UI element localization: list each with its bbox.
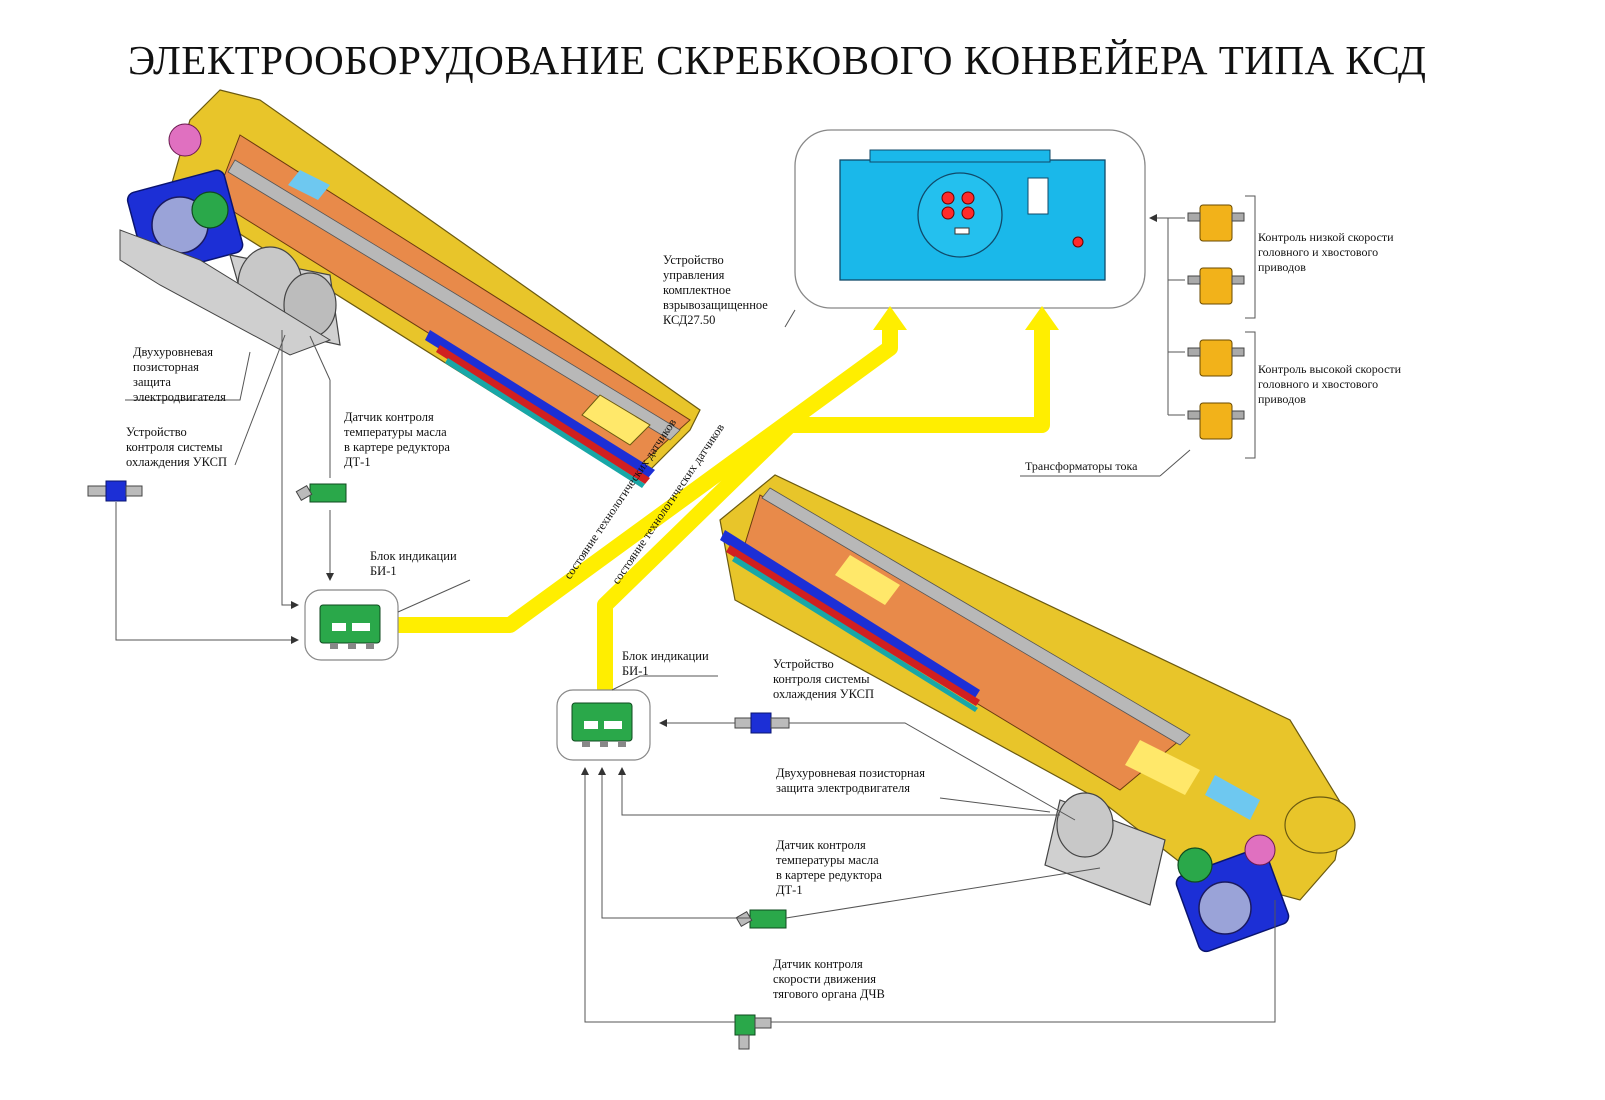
ct-low-label: Контроль низкой скорости головного и хво…	[1258, 230, 1394, 274]
left-protection-label: Двухуровневая позисторная защита электро…	[133, 345, 226, 404]
ct-4	[1187, 402, 1245, 440]
label-leaders	[125, 309, 796, 401]
left-cooling-label: Устройство контроля системы охлаждения У…	[126, 425, 228, 469]
right-indicator-block	[571, 702, 633, 747]
control-device-label: Устройство управления комплектное взрыво…	[663, 253, 768, 327]
right-indicator-label: Блок индикации БИ-1	[622, 649, 709, 678]
right-conveyor	[719, 474, 1356, 953]
ct-2	[1187, 267, 1245, 305]
signal-path-2	[597, 306, 1059, 690]
current-transformers	[1187, 204, 1245, 440]
left-indicator-label: Блок индикации БИ-1	[370, 549, 457, 578]
right-wiring	[581, 675, 1276, 1023]
right-cooling-label: Устройство контроля системы охлаждения У…	[773, 657, 875, 701]
diagram-title: ЭЛЕКТРООБОРУДОВАНИЕ СКРЕБКОВОГО КОНВЕЙЕР…	[128, 37, 1427, 83]
left-oil-sensor	[295, 483, 347, 503]
right-speed-label: Датчик контроля скорости движения тягово…	[773, 957, 885, 1001]
right-protection-label: Двухуровневая позисторная защита электро…	[776, 766, 925, 795]
ct-3	[1187, 339, 1245, 377]
right-speed-sensor	[734, 1014, 772, 1050]
right-oil-sensor	[735, 909, 787, 929]
ct-high-label: Контроль высокой скорости головного и хв…	[1258, 362, 1402, 406]
ct-label: Трансформаторы тока	[1025, 459, 1138, 473]
right-oil-label: Датчик контроля температуры масла в карт…	[776, 838, 882, 897]
right-cooling-device	[734, 712, 790, 734]
left-conveyor	[119, 89, 701, 488]
signal-path-1	[395, 306, 907, 633]
left-oil-label: Датчик контроля температуры масла в карт…	[344, 410, 450, 469]
ct-1	[1187, 204, 1245, 242]
control-cabinet	[839, 149, 1106, 281]
ct-wiring	[1020, 195, 1256, 477]
left-indicator-block	[319, 604, 381, 649]
left-cooling-device	[87, 480, 143, 502]
